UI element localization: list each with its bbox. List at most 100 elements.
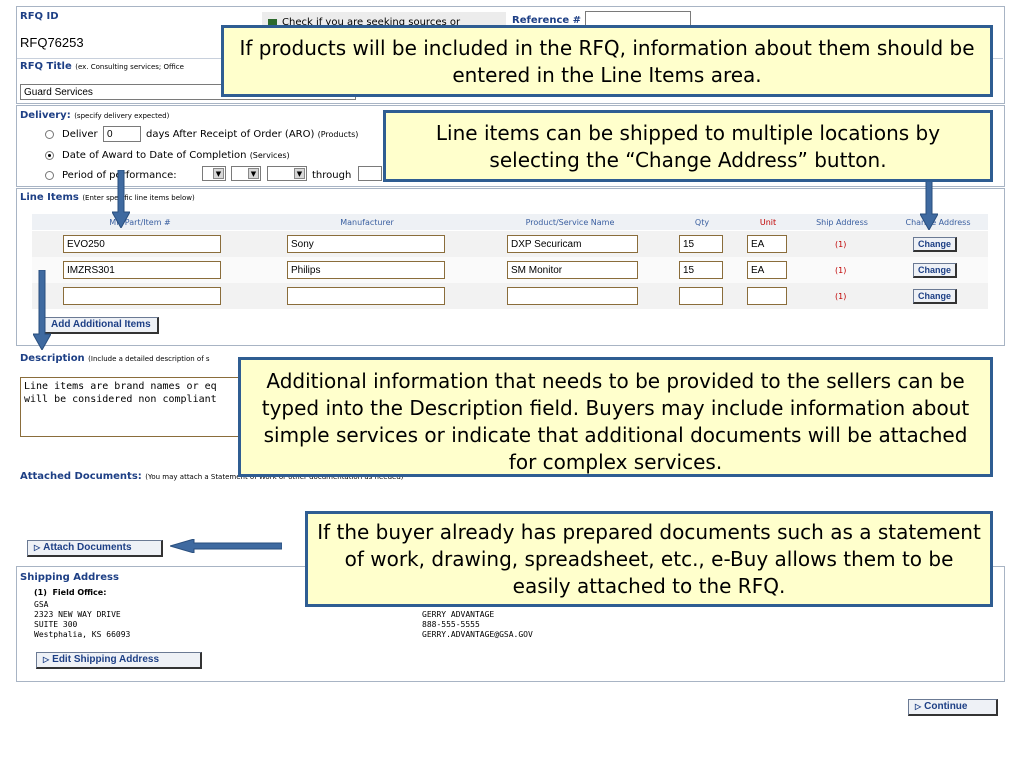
qty-input[interactable]: 15 (679, 235, 723, 253)
col-change-header: Change Address (905, 218, 971, 227)
seeking-sources-checkbox[interactable] (268, 19, 277, 28)
delivery-label: Delivery: (20, 110, 71, 121)
description-hint: (Include a detailed description of s (88, 355, 210, 363)
chevron-down-icon: ▼ (294, 168, 305, 179)
attached-documents-label: Attached Documents: (20, 471, 142, 482)
deliver-prefix: Deliver (62, 129, 98, 140)
col-product-header: Product/Service Name (525, 218, 615, 227)
qty-input[interactable]: 15 (679, 261, 723, 279)
contact-line: GERRY ADVANTAGE (422, 610, 495, 619)
line-items-hint: (Enter specific line items below) (82, 194, 195, 202)
line-items-label: Line Items (20, 192, 79, 203)
col-unit-header: Unit (759, 218, 777, 227)
unit-input[interactable]: EA (747, 235, 787, 253)
manufacturer-input[interactable]: Philips (287, 261, 445, 279)
attached-documents-row: Attached Documents: (You may attach a St… (20, 471, 404, 482)
delivery-label-row: Delivery: (specify delivery expected) (20, 110, 169, 121)
rfq-id-value: RFQ76253 (20, 35, 84, 50)
attach-documents-label: Attach Documents (43, 542, 132, 553)
deliver-suffix-row: days After Receipt of Order (ARO) (Produ… (146, 129, 358, 140)
shipping-address-lines: GSA 2323 NEW WAY DRIVE SUITE 300 Westpha… (34, 600, 130, 640)
description-label: Description (20, 353, 85, 364)
change-address-button[interactable]: Change (913, 263, 957, 278)
attached-documents-hint: (You may attach a Statement of Work or o… (145, 473, 404, 481)
field-office-label: (1) Field Office: (34, 588, 107, 597)
arrow-left-icon (168, 538, 283, 554)
through-label: through (312, 170, 352, 181)
unit-input[interactable] (747, 287, 787, 305)
shipping-contact-lines: GERRY ADVANTAGE 888-555-5555 GERRY.ADVAN… (422, 610, 533, 640)
description-line: will be considered non compliant (24, 394, 217, 405)
change-address-button[interactable]: Change (913, 237, 957, 252)
triangle-right-icon: ▷ (915, 702, 922, 711)
deliver-days-input[interactable]: 0 (103, 126, 141, 142)
edit-shipping-address-button[interactable]: ▷Edit Shipping Address (36, 652, 202, 669)
award-completion-row: Date of Award to Date of Completion (Ser… (62, 150, 290, 161)
part-input[interactable]: IMZRS301 (63, 261, 221, 279)
change-address-button[interactable]: Change (913, 289, 957, 304)
shipping-line: SUITE 300 (34, 620, 78, 629)
seeking-sources-box (262, 12, 506, 28)
ship-address-ref[interactable]: (1) (835, 292, 847, 301)
deliver-suffix: days After Receipt of Order (ARO) (146, 129, 315, 140)
callout-description-info: Additional information that needs to be … (238, 357, 993, 477)
edit-shipping-address-label: Edit Shipping Address (52, 654, 160, 665)
arrow-down-svg (111, 169, 131, 230)
callout-line-items-info: If products will be included in the RFQ,… (221, 25, 993, 97)
description-line: Line items are brand names or eq (24, 381, 217, 392)
callout-attach-info: If the buyer already has prepared docume… (305, 511, 993, 607)
shipping-address-label: Shipping Address (20, 572, 119, 583)
period-performance-radio[interactable] (45, 171, 54, 180)
rfq-title-label: RFQ Title (ex. Consulting services; Offi… (20, 61, 184, 72)
col-manufacturer-header: Manufacturer (340, 218, 394, 227)
part-input[interactable] (63, 287, 221, 305)
chevron-down-icon: ▼ (213, 168, 224, 179)
qty-input[interactable] (679, 287, 723, 305)
col-qty-header: Qty (694, 218, 710, 227)
unit-input[interactable]: EA (747, 261, 787, 279)
deliver-note: (Products) (317, 130, 359, 139)
callout-change-address-info: Line items can be shipped to multiple lo… (383, 110, 993, 182)
contact-line: 888-555-5555 (422, 620, 480, 629)
arrow-down-icon (32, 269, 52, 352)
line-items-label-row: Line Items (Enter specific line items be… (20, 192, 195, 203)
line-items-header-bg (32, 214, 988, 230)
triangle-right-icon: ▷ (34, 543, 41, 552)
description-label-row: Description (Include a detailed descript… (20, 353, 210, 364)
period-start-day-select[interactable]: ▼ (231, 166, 261, 181)
attach-documents-button[interactable]: ▷Attach Documents (27, 540, 163, 557)
manufacturer-input[interactable]: Sony (287, 235, 445, 253)
arrow-down-svg (32, 269, 52, 352)
continue-label: Continue (924, 701, 968, 712)
col-part-header: Mfr Part/Item # (109, 218, 171, 227)
continue-button[interactable]: ▷Continue (908, 699, 998, 716)
product-input[interactable]: DXP Securicam (507, 235, 638, 253)
rfq-id-label: RFQ ID (20, 11, 59, 22)
shipping-line: 2323 NEW WAY DRIVE (34, 610, 121, 619)
shipping-line: Westphalia, KS 66093 (34, 630, 131, 639)
period-start-year-select[interactable]: ▼ (267, 166, 307, 181)
delivery-hint: (specify delivery expected) (74, 112, 170, 120)
ship-address-ref[interactable]: (1) (835, 240, 847, 249)
award-completion-radio[interactable] (45, 151, 54, 160)
product-input[interactable]: SM Monitor (507, 261, 638, 279)
period-end-month-select[interactable] (358, 166, 382, 181)
reference-label: Reference # (512, 15, 582, 26)
arrow-left-svg (168, 538, 283, 554)
deliver-aro-radio[interactable] (45, 130, 54, 139)
part-input[interactable]: EVO250 (63, 235, 221, 253)
add-additional-items-button[interactable]: Add Additional Items (44, 317, 159, 334)
product-input[interactable] (507, 287, 638, 305)
award-completion-label: Date of Award to Date of Completion (62, 150, 247, 161)
col-ship-header: Ship Address (816, 218, 868, 227)
chevron-down-icon: ▼ (248, 168, 259, 179)
seeking-sources-label: Check if you are seeking sources or (282, 17, 461, 28)
ship-address-ref[interactable]: (1) (835, 266, 847, 275)
period-start-month-select[interactable]: ▼ (202, 166, 226, 181)
contact-line: GERRY.ADVANTAGE@GSA.GOV (422, 630, 533, 639)
rfq-title-hint: (ex. Consulting services; Office (75, 63, 184, 71)
manufacturer-input[interactable] (287, 287, 445, 305)
shipping-line: GSA (34, 600, 49, 609)
triangle-right-icon: ▷ (43, 655, 50, 664)
rfq-title-text: RFQ Title (20, 61, 72, 72)
